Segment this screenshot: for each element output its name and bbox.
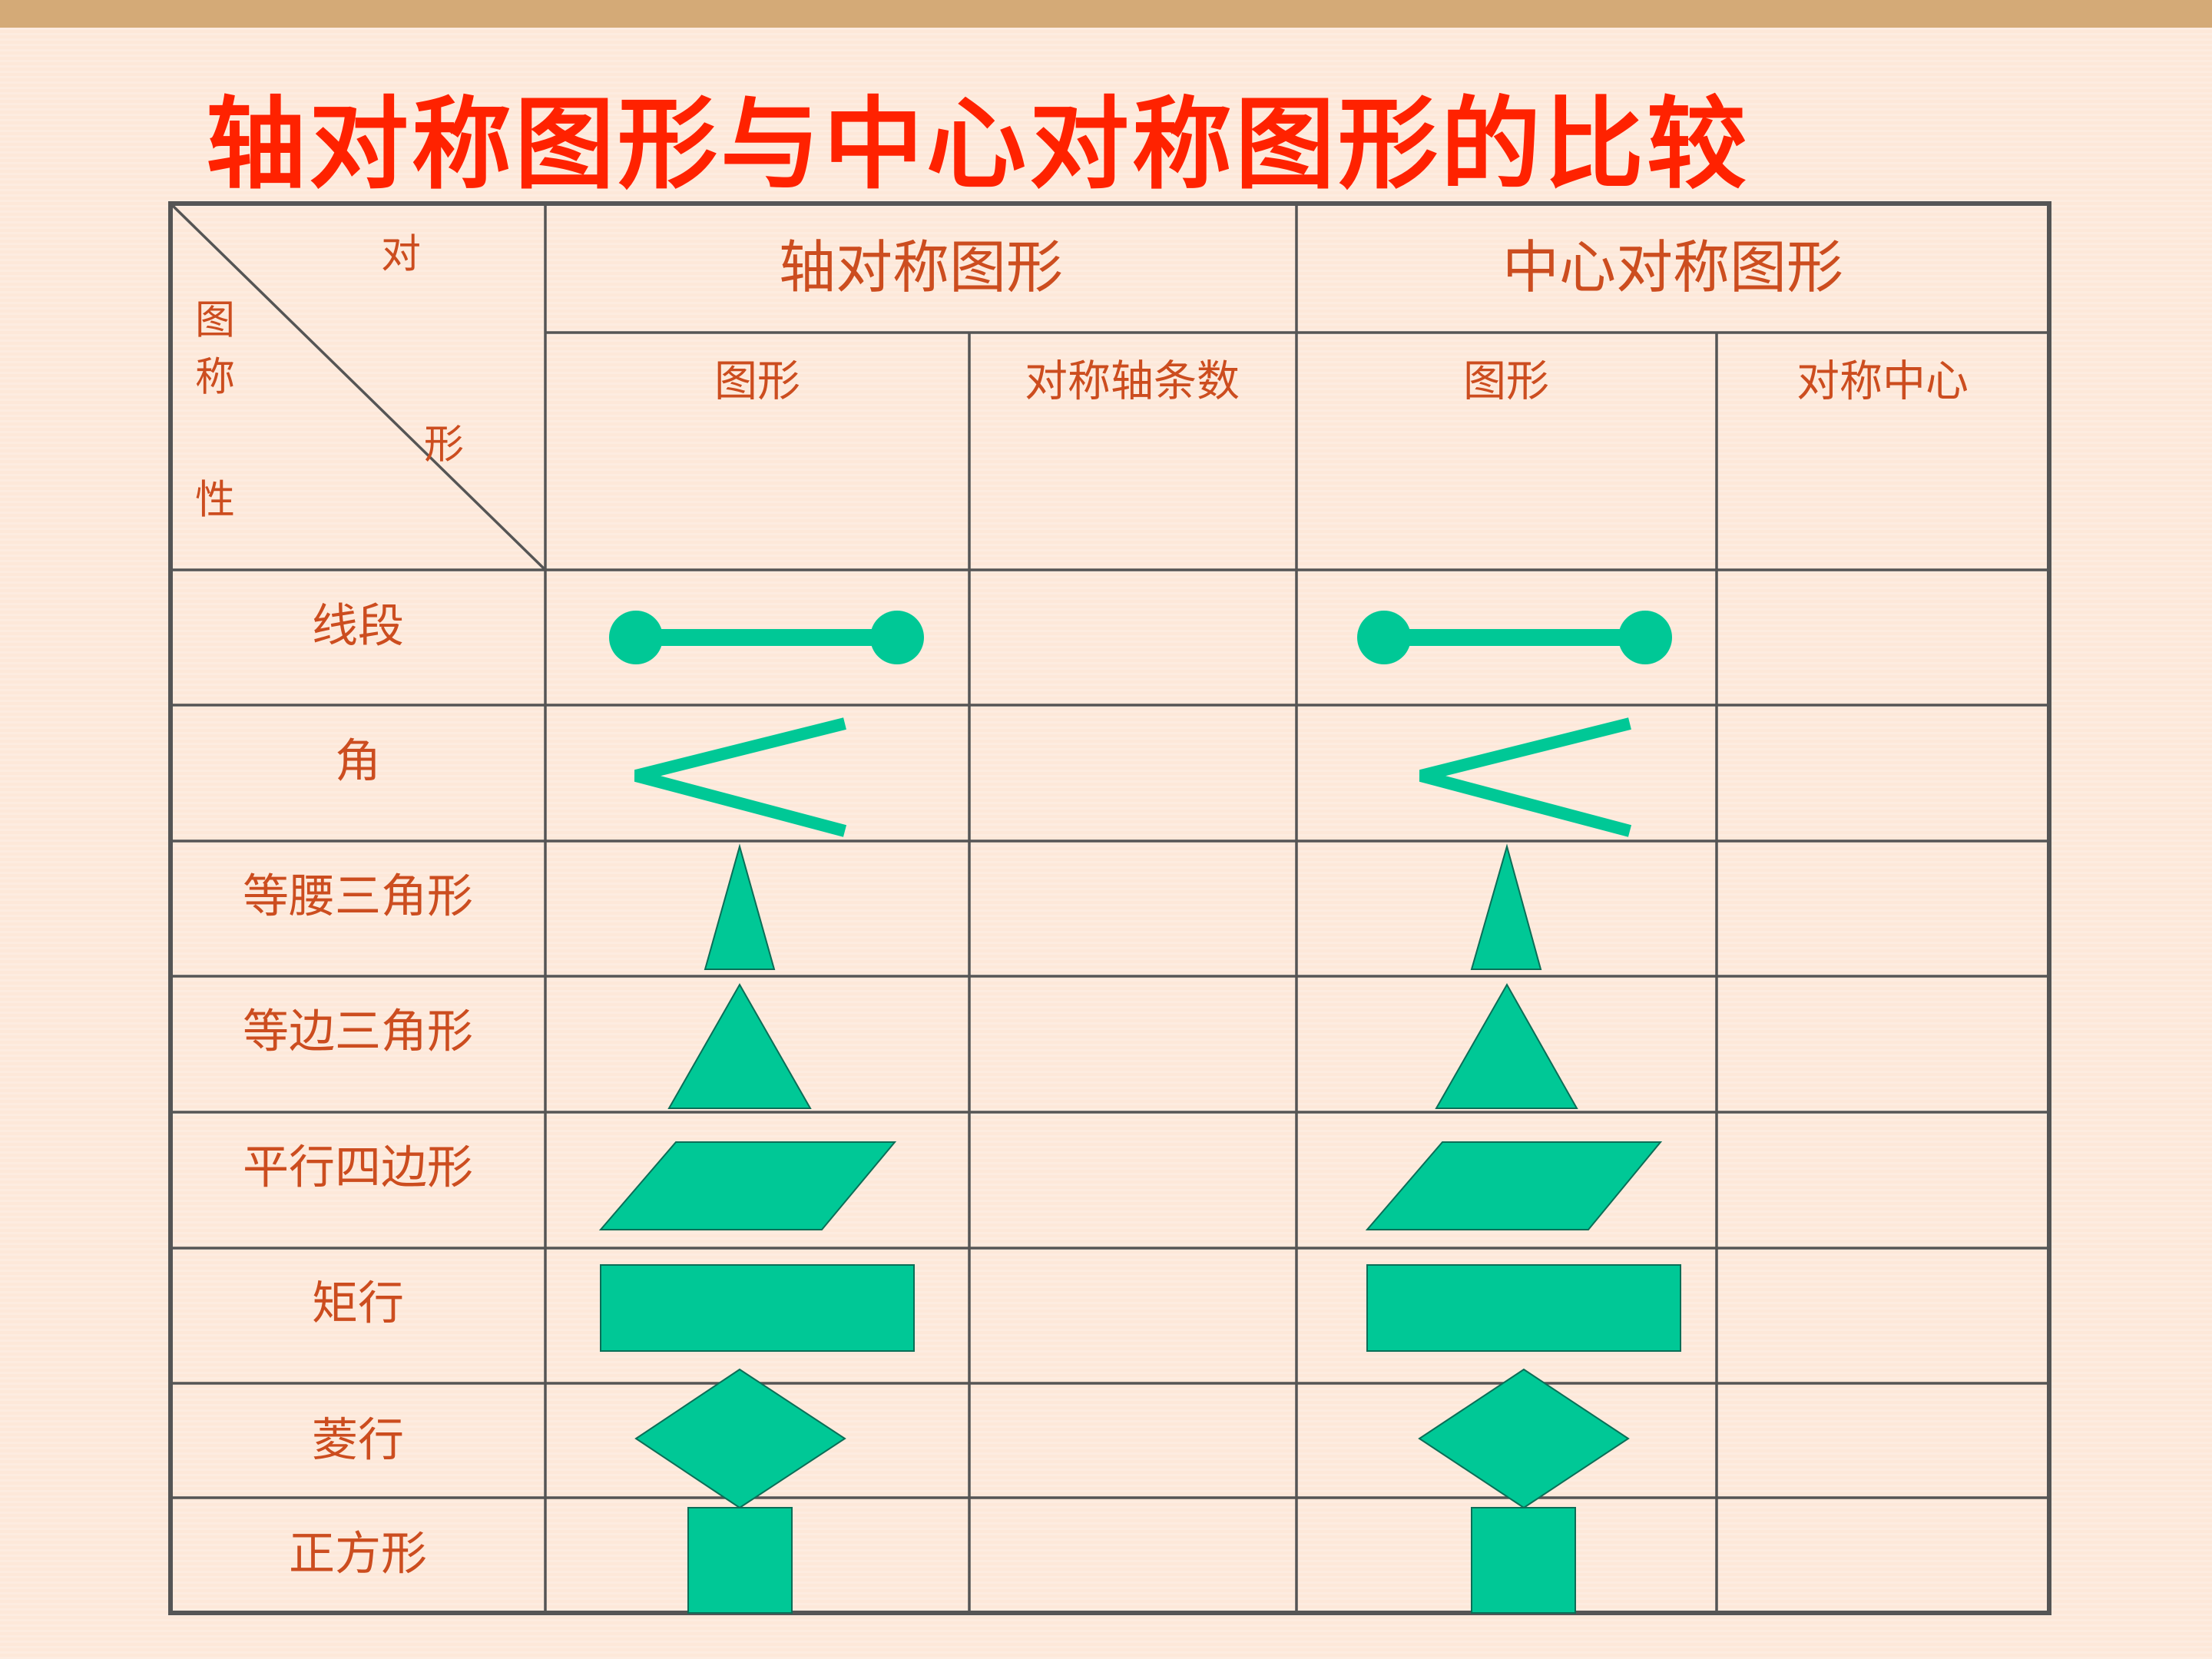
corner-diagonal xyxy=(169,202,547,571)
row-label: 等边三角形 xyxy=(243,1005,473,1059)
row-label: 平行四边形 xyxy=(243,1141,473,1195)
header-axial: 轴对称图形 xyxy=(779,234,1063,301)
angle-axial xyxy=(634,717,847,837)
row-label: 菱行 xyxy=(312,1413,404,1468)
top-bar xyxy=(0,0,2212,28)
header-axial-shape: 图形 xyxy=(714,356,800,407)
parallelogram-axial xyxy=(598,1141,897,1230)
row-label: 正方形 xyxy=(289,1527,427,1581)
rectangle-central xyxy=(1366,1264,1681,1352)
corner-label-xing2: 性 xyxy=(194,477,236,524)
corner-label-tu: 图 xyxy=(194,297,236,344)
parallelogram-central xyxy=(1365,1141,1663,1230)
header-central-center: 对称中心 xyxy=(1796,356,1969,407)
table-border xyxy=(168,201,2051,1615)
page-title: 轴对称图形与中心对称图形的比较 xyxy=(206,86,1750,203)
rhombus-axial xyxy=(634,1368,846,1509)
square-axial xyxy=(687,1507,793,1614)
header-central: 中心对称图形 xyxy=(1502,234,1843,301)
row-label: 线段 xyxy=(312,599,404,654)
corner-label-cheng: 称 xyxy=(194,354,236,401)
rhombus-central xyxy=(1418,1368,1630,1509)
header-axial-count: 对称轴条数 xyxy=(1025,356,1240,407)
segment-axial xyxy=(609,611,924,664)
row-label: 矩行 xyxy=(312,1277,404,1331)
isosceles-triangle-axial xyxy=(704,843,776,970)
equilateral-triangle-central xyxy=(1435,982,1578,1109)
equilateral-triangle-axial xyxy=(667,982,812,1109)
segment-central xyxy=(1357,611,1672,664)
corner-label-dui: 对 xyxy=(380,231,422,278)
row-label: 角 xyxy=(335,734,381,789)
corner-label-xing: 形 xyxy=(423,422,465,469)
isosceles-triangle-central xyxy=(1470,843,1542,970)
header-central-shape: 图形 xyxy=(1463,356,1549,407)
square-central xyxy=(1471,1507,1576,1614)
row-label: 等腰三角形 xyxy=(243,869,473,924)
rectangle-axial xyxy=(600,1264,915,1352)
angle-central xyxy=(1419,717,1632,837)
